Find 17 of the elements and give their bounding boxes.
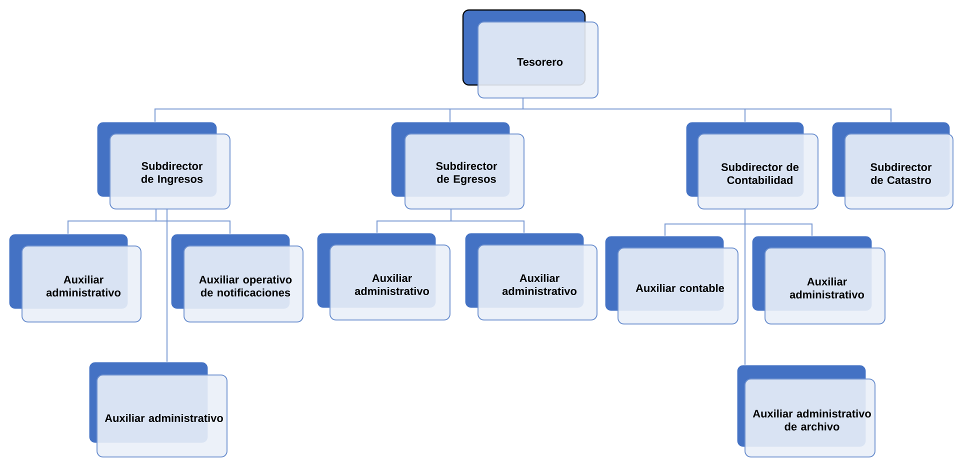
- position-box: Auxiliar administrativo: [316, 232, 450, 320]
- position-box: Auxiliar operativo de notificaciones: [170, 234, 304, 322]
- position-box: Auxiliar administrativo: [752, 236, 886, 324]
- position-box: Tesorero: [462, 9, 598, 98]
- position-box: Auxiliar contable: [604, 236, 738, 324]
- position-box: Subdirector de Contabilidad: [686, 122, 818, 210]
- position-box: Auxiliar administrativo: [8, 234, 142, 322]
- connector-line: [450, 208, 524, 234]
- position-box: Subdirector de Ingresos: [96, 122, 230, 210]
- position-box: Auxiliar administrativo: [464, 232, 598, 320]
- position-box: Subdirector de Catastro: [832, 122, 954, 210]
- position-box: Auxiliar administrativo de archivo: [736, 364, 876, 458]
- connector-line: [166, 208, 168, 362]
- connector-line: [744, 208, 746, 366]
- position-box: Subdirector de Egresos: [390, 122, 524, 210]
- position-box: Auxiliar administrativo: [88, 362, 228, 458]
- connector-line: [156, 208, 230, 234]
